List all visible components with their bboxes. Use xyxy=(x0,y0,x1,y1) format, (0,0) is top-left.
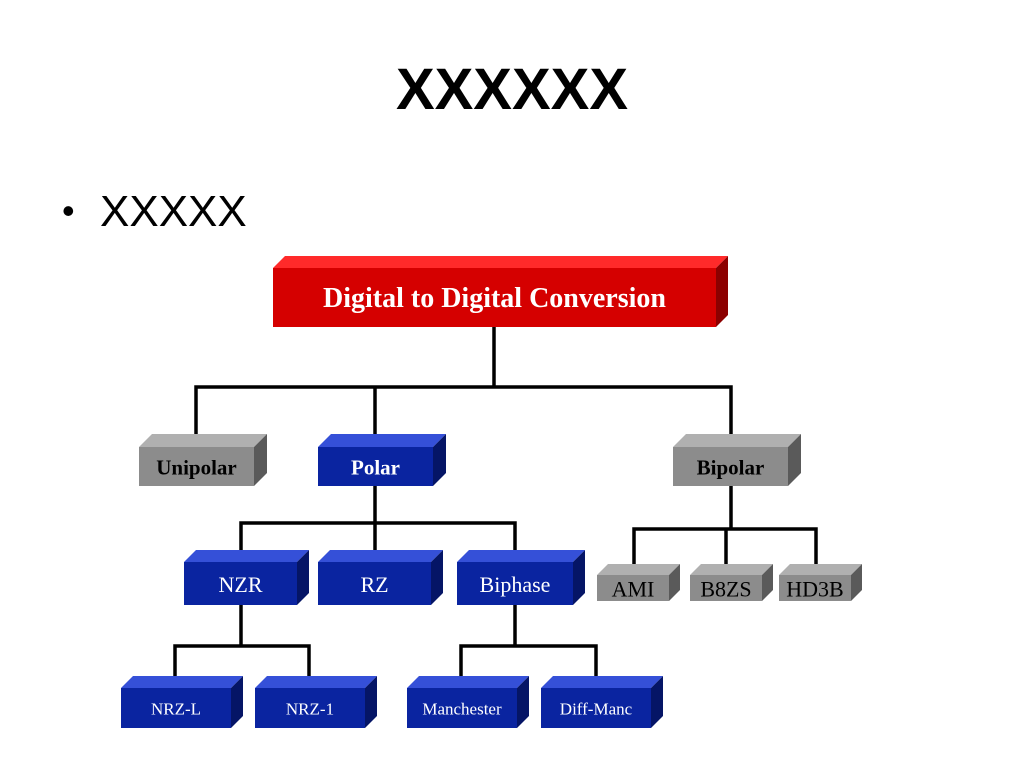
node-nzr: NZR xyxy=(184,550,309,605)
node-unipolar-front-face xyxy=(139,447,254,486)
node-unipolar-label: Unipolar xyxy=(156,456,237,480)
node-diff-manc-side-face xyxy=(651,676,663,728)
node-manchester-side-face xyxy=(517,676,529,728)
node-nrz-1: NRZ-1 xyxy=(255,676,377,728)
node-nrz-1-side-face xyxy=(365,676,377,728)
connector-biphase-children xyxy=(459,603,598,690)
slide-title: XXXXXX xyxy=(395,57,629,122)
connector-bipolar-children xyxy=(632,485,818,577)
node-biphase-top-face xyxy=(457,550,585,562)
node-b8zs-front-face xyxy=(690,575,762,601)
node-manchester: Manchester xyxy=(407,676,529,728)
node-nzr-top-face xyxy=(184,550,309,562)
connector-lines xyxy=(173,325,818,690)
node-b8zs-top-face xyxy=(690,564,773,575)
node-nrz-l-top-face xyxy=(121,676,243,688)
node-rz-front-face xyxy=(318,562,431,605)
node-nrz-l-front-face xyxy=(121,688,231,728)
node-bipolar-label: Bipolar xyxy=(697,456,765,480)
node-nzr-label: NZR xyxy=(219,572,263,597)
node-nzr-side-face xyxy=(297,550,309,605)
node-nrz-l-label: NRZ-L xyxy=(151,700,201,719)
node-b8zs-label: B8ZS xyxy=(700,577,751,602)
node-b8zs: B8ZS xyxy=(690,564,773,602)
node-nrz-1-top-face xyxy=(255,676,377,688)
bullet-item: • XXXXX xyxy=(62,187,247,236)
node-manchester-label: Manchester xyxy=(422,700,502,719)
node-unipolar-top-face xyxy=(139,434,267,447)
node-nrz-1-label: NRZ-1 xyxy=(286,700,334,719)
node-rz: RZ xyxy=(318,550,443,605)
bullet-text: XXXXX xyxy=(100,187,247,236)
node-root: Digital to Digital Conversion xyxy=(273,256,728,327)
node-root-top-face xyxy=(273,256,728,268)
node-polar: Polar xyxy=(318,434,446,486)
node-rz-top-face xyxy=(318,550,443,562)
node-ami: AMI xyxy=(597,564,680,602)
node-polar-side-face xyxy=(433,434,446,486)
node-diff-manc-top-face xyxy=(541,676,663,688)
node-hd3b-front-face xyxy=(779,575,851,601)
node-biphase-side-face xyxy=(573,550,585,605)
node-hd3b: HD3B xyxy=(779,564,862,602)
node-ami-label: AMI xyxy=(612,577,655,602)
node-diff-manc-label: Diff-Manc xyxy=(560,700,633,719)
node-rz-label: RZ xyxy=(360,572,388,597)
node-bipolar-front-face xyxy=(673,447,788,486)
connector-polar-children xyxy=(239,485,517,554)
node-ami-front-face xyxy=(597,575,669,601)
node-bipolar: Bipolar xyxy=(673,434,801,486)
node-root-label: Digital to Digital Conversion xyxy=(323,283,666,314)
node-hd3b-side-face xyxy=(851,564,862,601)
node-nrz-l: NRZ-L xyxy=(121,676,243,728)
node-unipolar: Unipolar xyxy=(139,434,267,486)
node-nrz-1-front-face xyxy=(255,688,365,728)
connector-nzr-children xyxy=(173,603,311,690)
node-polar-label: Polar xyxy=(351,456,400,480)
node-biphase: Biphase xyxy=(457,550,585,605)
node-biphase-label: Biphase xyxy=(480,572,551,597)
node-manchester-top-face xyxy=(407,676,529,688)
node-rz-side-face xyxy=(431,550,443,605)
node-ami-side-face xyxy=(669,564,680,601)
node-root-side-face xyxy=(716,256,728,327)
node-biphase-front-face xyxy=(457,562,573,605)
node-manchester-front-face xyxy=(407,688,517,728)
node-hd3b-label: HD3B xyxy=(786,577,843,602)
node-nrz-l-side-face xyxy=(231,676,243,728)
node-ami-top-face xyxy=(597,564,680,575)
node-bipolar-side-face xyxy=(788,434,801,486)
node-polar-top-face xyxy=(318,434,446,447)
node-diff-manc: Diff-Manc xyxy=(541,676,663,728)
node-nzr-front-face xyxy=(184,562,297,605)
connector-root-categories xyxy=(194,325,733,449)
node-unipolar-side-face xyxy=(254,434,267,486)
node-polar-front-face xyxy=(318,447,433,486)
node-b8zs-side-face xyxy=(762,564,773,601)
node-hd3b-top-face xyxy=(779,564,862,575)
bullet-dot-icon: • xyxy=(62,190,75,231)
node-diff-manc-front-face xyxy=(541,688,651,728)
node-root-front-face xyxy=(273,268,716,327)
node-bipolar-top-face xyxy=(673,434,801,447)
